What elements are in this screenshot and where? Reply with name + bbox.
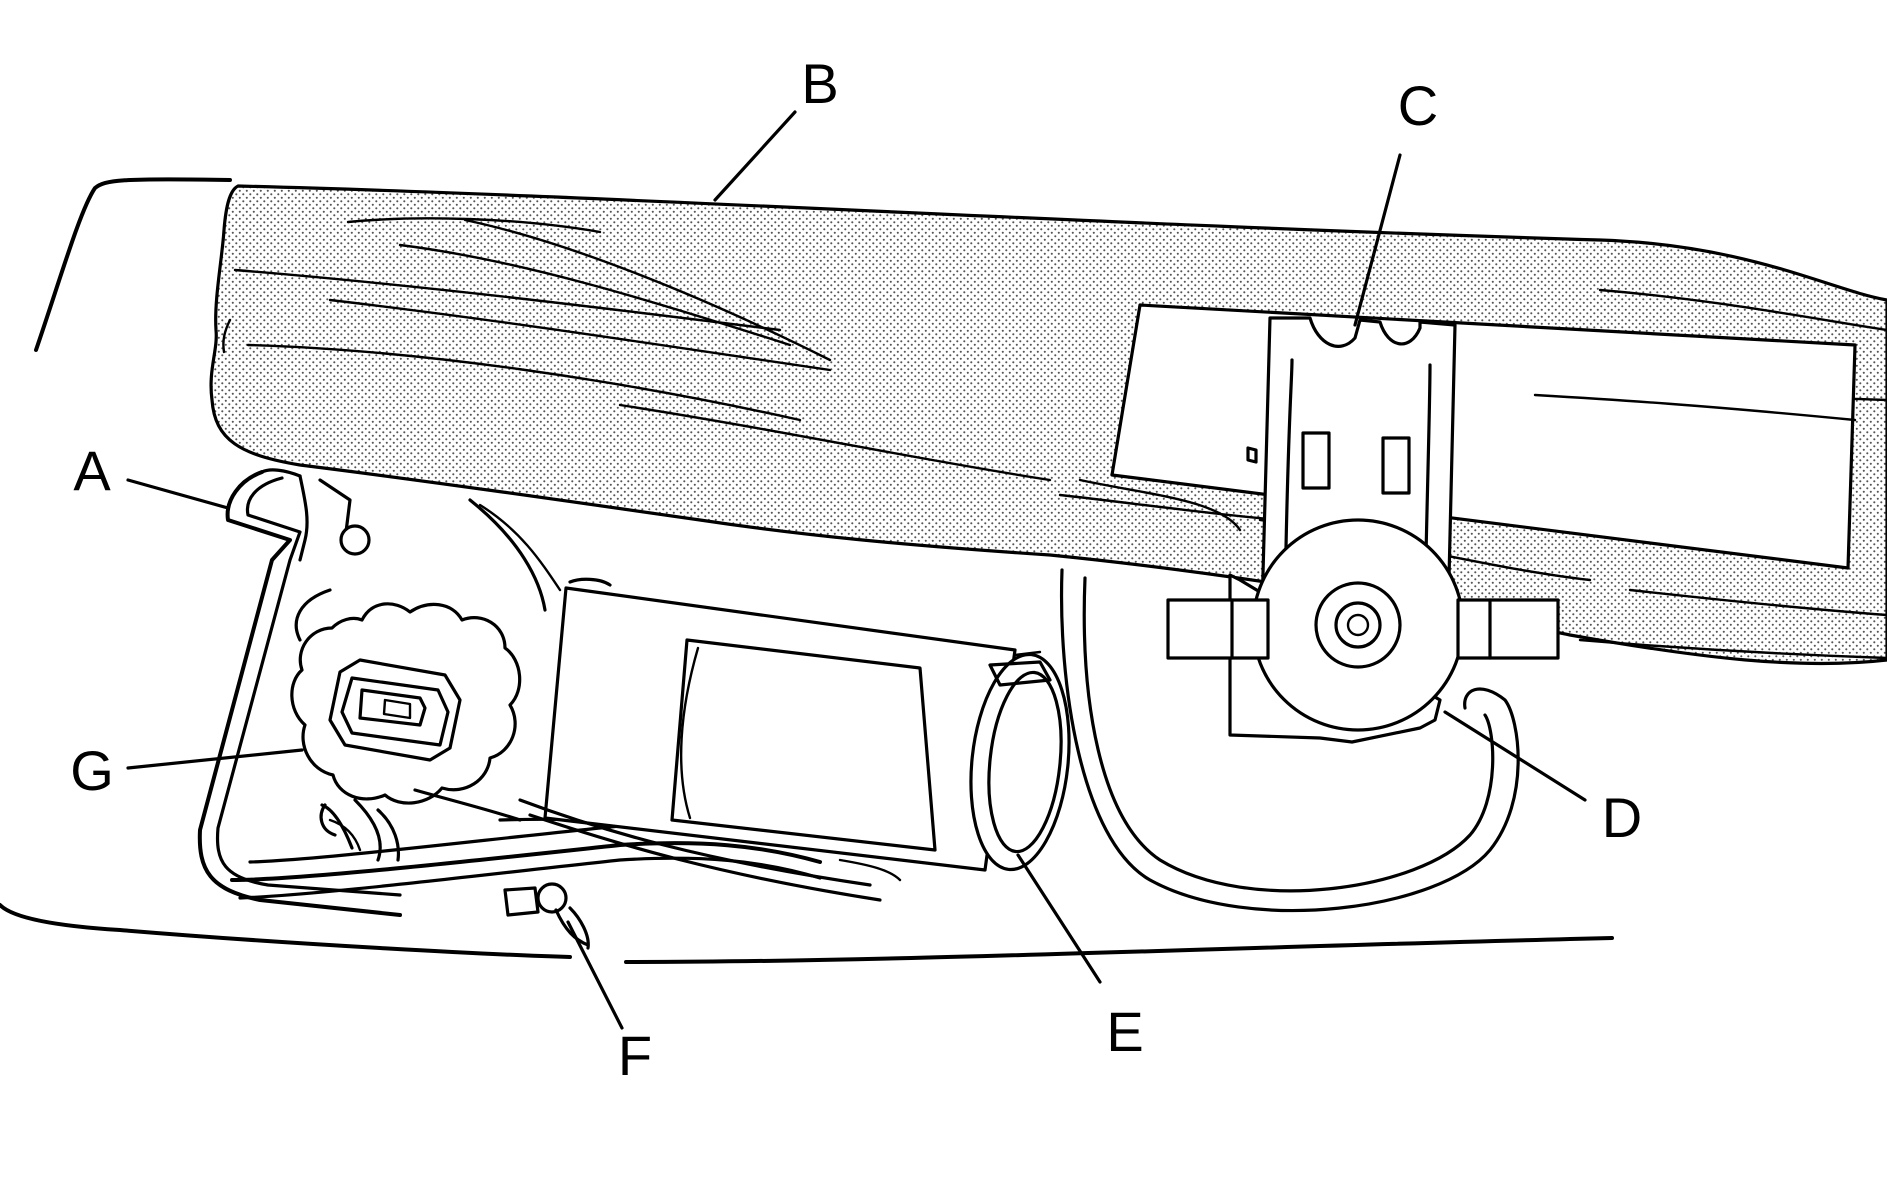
leader-e (1016, 853, 1102, 984)
callout-a: A (73, 439, 111, 502)
leader-d (1443, 710, 1587, 802)
leader-g (126, 748, 304, 770)
callout-e: E (1106, 1000, 1143, 1063)
wiper-pivot-assembly (1059, 303, 1857, 913)
ground-fastener (503, 882, 590, 950)
wiper-motor (518, 577, 1071, 902)
callout-g: G (70, 739, 114, 802)
body-panel (0, 177, 1614, 964)
gearbox-cover (290, 602, 522, 862)
callout-c: C (1398, 74, 1438, 137)
leader-lines (126, 110, 1587, 1030)
callout-d: D (1602, 786, 1642, 849)
callout-b: B (801, 52, 838, 115)
leader-a (126, 478, 230, 510)
callout-f: F (618, 1024, 652, 1087)
leader-f (566, 920, 624, 1030)
leader-b (713, 110, 797, 202)
leader-c (1353, 153, 1402, 327)
callout-labels: A B C D E F G (70, 52, 1642, 1087)
